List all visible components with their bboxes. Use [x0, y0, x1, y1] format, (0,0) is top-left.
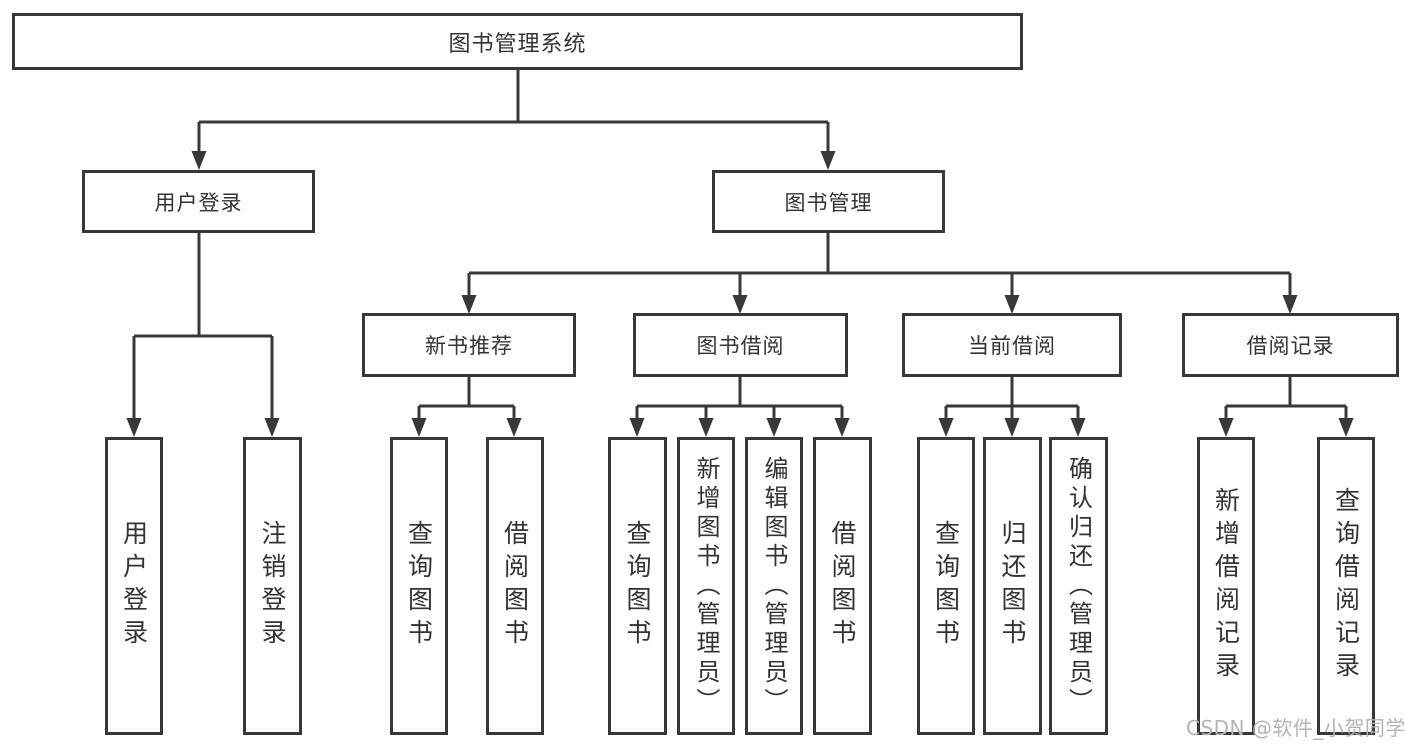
leaf-edit-books-admin: 编辑图书（管理员）: [745, 437, 803, 735]
leaf-query-books-current-label: 查询图书: [931, 520, 961, 652]
connector-current-borrowing: [944, 377, 1080, 420]
leaf-user-login-label: 用户登录: [119, 520, 149, 652]
connector-borrowing-records: [1224, 377, 1348, 420]
leaf-add-books-admin: 新增图书（管理员）: [677, 437, 735, 735]
arrowhead: [766, 418, 782, 437]
leaf-user-login: 用户登录: [105, 437, 163, 735]
connector-book-borrowing: [635, 377, 844, 420]
arrowhead: [820, 151, 836, 170]
arrowhead: [461, 295, 477, 314]
leaf-borrow-books-recommend-label: 借阅图书: [500, 520, 530, 652]
node-root-label: 图书管理系统: [448, 31, 587, 57]
arrowhead: [732, 295, 748, 314]
leaf-query-books-recommend: 查询图书: [390, 437, 448, 735]
connector-user-login: [132, 233, 274, 419]
node-user-login: 用户登录: [82, 170, 315, 233]
leaf-return-books: 归还图书: [983, 437, 1042, 735]
node-new-book-recommendation-label: 新书推荐: [425, 334, 513, 358]
node-root: 图书管理系统: [12, 13, 1023, 70]
leaf-confirm-return-admin-label: 确认归还（管理员）: [1064, 455, 1093, 717]
node-current-borrowing: 当前借阅: [902, 313, 1122, 377]
node-book-borrowing: 图书借阅: [633, 313, 848, 377]
node-book-management: 图书管理: [712, 170, 945, 233]
leaf-query-books-recommend-label: 查询图书: [404, 520, 434, 652]
node-borrowing-records: 借阅记录: [1182, 313, 1399, 377]
arrowhead: [191, 151, 207, 170]
leaf-query-books-current: 查询图书: [917, 437, 975, 735]
node-borrowing-records-label: 借阅记录: [1246, 334, 1335, 358]
leaf-query-books-borrowing: 查询图书: [608, 437, 667, 735]
node-new-book-recommendation: 新书推荐: [362, 313, 576, 377]
leaf-borrow-books-recommend: 借阅图书: [486, 437, 544, 735]
arrowhead: [126, 418, 142, 437]
leaf-logout: 注销登录: [243, 437, 302, 735]
node-book-management-label: 图书管理: [784, 190, 873, 215]
arrowhead: [1004, 295, 1020, 314]
arrowhead: [1004, 418, 1020, 437]
leaf-query-borrow-record-label: 查询借阅记录: [1331, 487, 1361, 685]
arrowhead: [264, 418, 280, 437]
leaf-add-borrow-record-label: 新增借阅记录: [1211, 487, 1241, 685]
arrowhead: [1282, 295, 1298, 314]
arrowhead: [698, 418, 714, 437]
leaf-logout-label: 注销登录: [258, 520, 287, 652]
leaf-query-books-borrowing-label: 查询图书: [623, 520, 652, 652]
node-user-login-label: 用户登录: [154, 190, 243, 215]
arrowhead: [1218, 418, 1234, 437]
node-book-borrowing-label: 图书借阅: [696, 334, 785, 358]
leaf-query-borrow-record: 查询借阅记录: [1317, 437, 1375, 735]
arrowhead: [1338, 418, 1354, 437]
leaf-confirm-return-admin: 确认归还（管理员）: [1049, 437, 1108, 735]
leaf-borrow-books-borrowing: 借阅图书: [813, 437, 872, 735]
connector-book-management: [467, 233, 1292, 297]
connector-root: [197, 70, 830, 152]
leaf-add-borrow-record: 新增借阅记录: [1197, 437, 1255, 735]
node-current-borrowing-label: 当前借阅: [968, 334, 1056, 358]
watermark-text: CSDN @软件_小贺同学: [1186, 716, 1405, 740]
arrowhead: [506, 418, 522, 437]
arrowhead: [938, 418, 954, 437]
leaf-add-books-admin-label: 新增图书（管理员）: [692, 455, 720, 717]
arrowhead: [411, 418, 427, 437]
leaf-edit-books-admin-label: 编辑图书（管理员）: [760, 455, 788, 717]
leaf-borrow-books-borrowing-label: 借阅图书: [828, 520, 857, 652]
arrowhead: [1070, 418, 1086, 437]
arrowhead: [834, 418, 850, 437]
leaf-return-books-label: 归还图书: [998, 520, 1027, 652]
arrowhead: [629, 418, 645, 437]
connector-new-book: [417, 377, 516, 420]
